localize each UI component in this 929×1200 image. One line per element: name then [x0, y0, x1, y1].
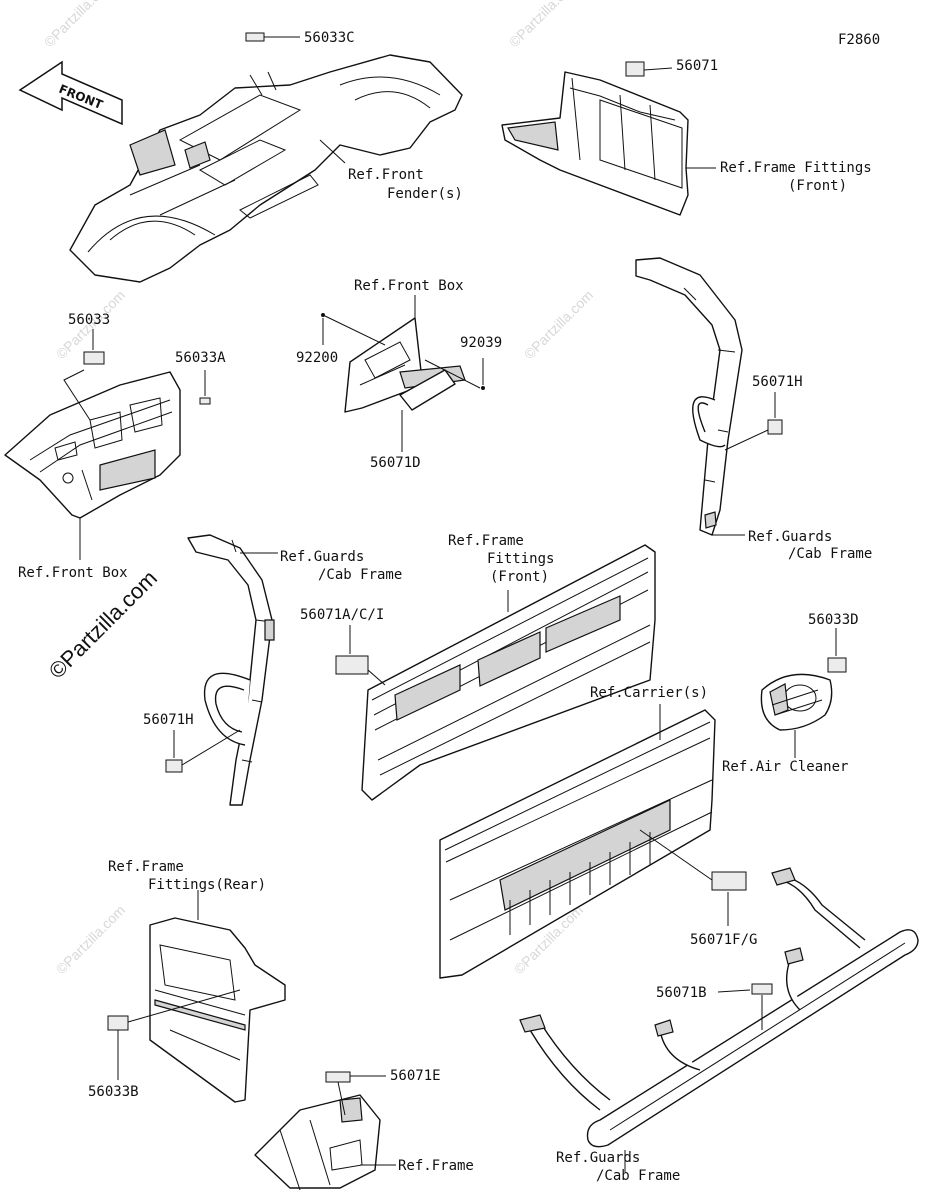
front-direction-arrow: FRONT — [18, 60, 123, 126]
part-number-56033: 56033 — [68, 312, 110, 328]
part-number-56033D: 56033D — [808, 612, 859, 628]
watermark-text: ©Partzilla.com — [53, 902, 128, 977]
part-number-56071: 56071 — [676, 58, 718, 74]
ref-guards-cab-right-line1: Ref.Guards — [748, 529, 832, 545]
ref-guards-cab-left-line2: /Cab Frame — [318, 567, 402, 583]
ref-front-box-top: Ref.Front Box — [354, 278, 464, 294]
ref-guards-cab-right-line2: /Cab Frame — [788, 546, 872, 562]
front-box-lid — [344, 317, 466, 413]
screw-92039 — [481, 386, 485, 390]
air-cleaner-cover — [760, 673, 833, 731]
ref-frame-fittings-front-line1: Ref.Frame Fittings — [720, 160, 872, 176]
ref-air-cleaner: Ref.Air Cleaner — [722, 759, 848, 775]
part-number-56071E: 56071E — [390, 1068, 441, 1084]
ref-frame: Ref.Frame — [398, 1158, 474, 1174]
part-number-92200: 92200 — [296, 350, 338, 366]
part-number-56033B: 56033B — [88, 1084, 139, 1100]
decal-56071H-left — [165, 759, 183, 773]
frame-fittings-front-upper — [501, 71, 689, 216]
watermark-text: ©Partzilla.com — [41, 0, 116, 50]
cab-frame-guard-left — [187, 534, 275, 806]
ref-guards-cab-bottom-line1: Ref.Guards — [556, 1150, 640, 1166]
watermark-main: ©Partzilla.com — [44, 565, 162, 683]
decal-56071FG — [711, 871, 747, 891]
figure-id: F2860 — [838, 32, 880, 48]
part-number-56033C: 56033C — [304, 30, 355, 46]
frame-fittings-front-panel — [361, 544, 656, 801]
ref-frame-fittings-front-line2: (Front) — [788, 178, 847, 194]
part-number-56071B: 56071B — [656, 985, 707, 1001]
decal-56033C — [245, 32, 265, 42]
decal-56071ACI — [335, 655, 369, 675]
ref-frame-fittings-mid-line2: Fittings — [487, 551, 554, 567]
cab-frame-guard-bottom — [519, 867, 919, 1148]
ref-carriers: Ref.Carrier(s) — [590, 685, 708, 701]
cab-frame-guard-right — [635, 257, 743, 536]
part-number-92039: 92039 — [460, 335, 502, 351]
part-number-56071D: 56071D — [370, 455, 421, 471]
ref-front-fender-line1: Ref.Front — [348, 167, 424, 183]
ref-frame-fittings-mid-line3: (Front) — [490, 569, 549, 585]
part-number-56071H-right: 56071H — [752, 374, 803, 390]
part-number-56071FG: 56071F/G — [690, 932, 757, 948]
ref-frame-fittings-mid-line1: Ref.Frame — [448, 533, 524, 549]
decal-56033 — [83, 351, 105, 365]
watermark-text: ©Partzilla.com — [521, 287, 596, 362]
ref-front-fender-line2: Fender(s) — [387, 186, 463, 202]
decal-56033A — [199, 397, 211, 405]
carrier-panel — [439, 709, 716, 979]
part-number-56071ACI: 56071A/C/I — [300, 607, 384, 623]
ref-guards-cab-left-line1: Ref.Guards — [280, 549, 364, 565]
decal-56033D — [827, 657, 847, 673]
ref-frame-fittings-rear-line1: Ref.Frame — [108, 859, 184, 875]
ref-front-box-left: Ref.Front Box — [18, 565, 128, 581]
part-number-56071H-left: 56071H — [143, 712, 194, 728]
decal-56071H-right — [767, 419, 783, 435]
decal-56071E — [325, 1071, 351, 1083]
decal-56033B — [107, 1015, 129, 1031]
ref-frame-fittings-rear-line2: Fittings(Rear) — [148, 877, 266, 893]
front-box-dash-panel — [4, 371, 181, 519]
watermark-text: ©Partzilla.com — [506, 0, 581, 50]
front-fender-assembly — [69, 54, 463, 283]
frame-section — [254, 1094, 381, 1191]
ref-guards-cab-bottom-line2: /Cab Frame — [596, 1168, 680, 1184]
part-number-56033A: 56033A — [175, 350, 226, 366]
decal-56071B — [751, 983, 773, 995]
decal-56071 — [625, 61, 645, 77]
